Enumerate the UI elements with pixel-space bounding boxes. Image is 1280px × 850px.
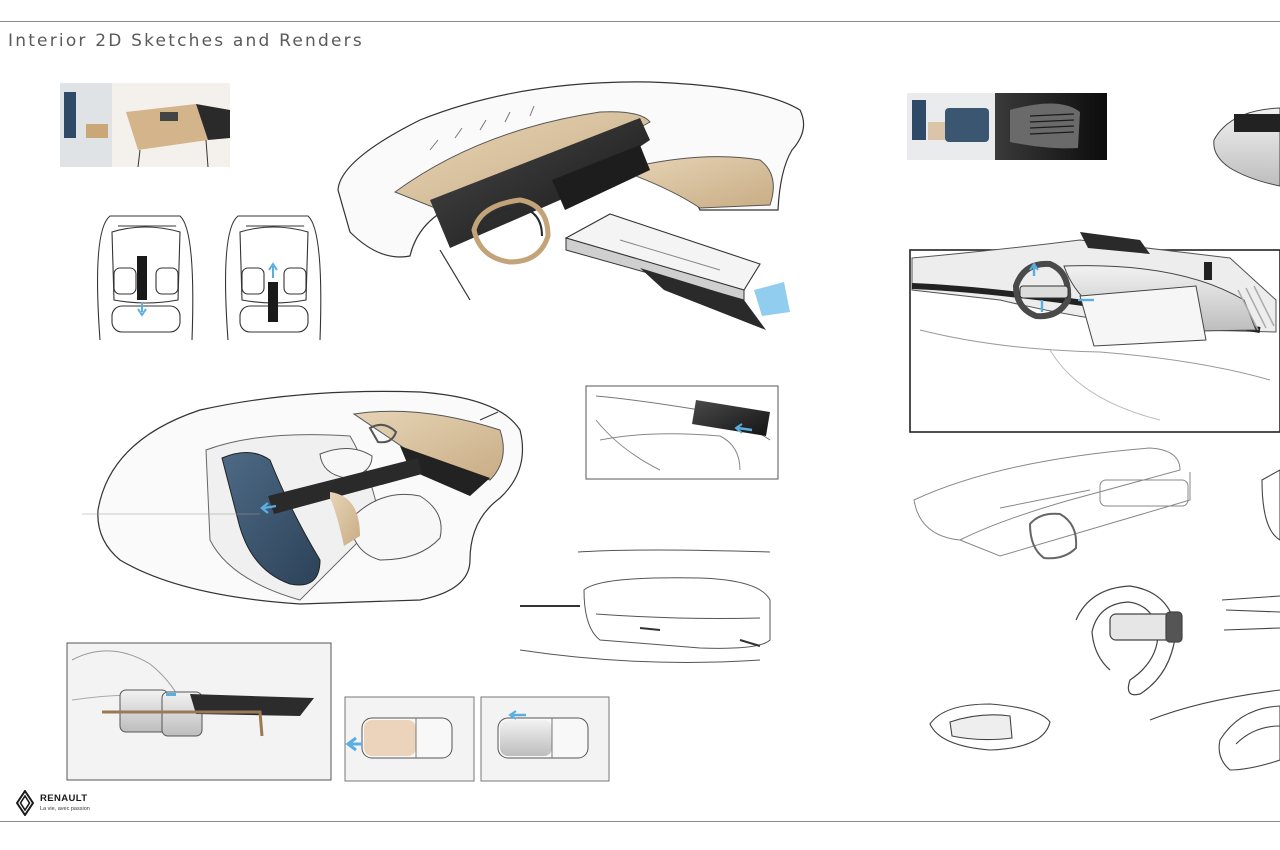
cabin-render-left: [82, 390, 524, 605]
dashboard-light-sketch: [913, 447, 1191, 560]
brand-block: RENAULT La vie, avec passion: [16, 788, 136, 818]
topview-cabin-sketch-left: [97, 215, 194, 341]
reference-photo-desk: [60, 83, 230, 168]
reference-photo-vent: [995, 93, 1107, 160]
dashboard-render-main: [337, 81, 805, 330]
renault-diamond-logo-icon: [16, 790, 34, 816]
brand-tagline: La vie, avec passion: [40, 806, 90, 812]
top-divider: [0, 21, 1280, 22]
storage-box-render-b: [480, 696, 610, 782]
door-panel-sketch: [585, 385, 779, 480]
console-render-box: [66, 642, 332, 781]
bottom-divider: [0, 821, 1280, 822]
partial-seat-render: [1213, 107, 1280, 187]
page-title: Interior 2D Sketches and Renders: [8, 31, 364, 51]
dashboard-line-sketch: [519, 549, 771, 663]
steering-wheel-sketch-small: [929, 703, 1051, 751]
steering-wheel-sketch-large: [1075, 585, 1183, 696]
storage-box-render-a: [344, 696, 475, 782]
dashboard-render-framed: [909, 232, 1280, 433]
reference-photo-shelf: [907, 93, 995, 160]
steering-wheel-sketch-partial: [1149, 469, 1280, 771]
topview-cabin-sketch-right: [225, 215, 322, 341]
brand-name: RENAULT: [40, 793, 88, 804]
